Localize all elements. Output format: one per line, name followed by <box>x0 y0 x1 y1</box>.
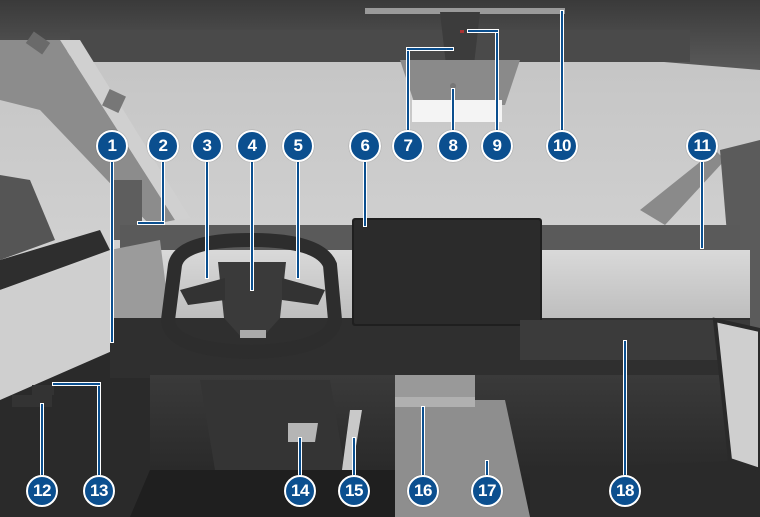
leader-line-13-elbow <box>53 383 100 385</box>
callout-4: 4 <box>236 130 268 162</box>
leader-line-1 <box>111 162 113 342</box>
callout-11: 11 <box>686 130 718 162</box>
callout-7: 7 <box>392 130 424 162</box>
callout-12: 12 <box>26 475 58 507</box>
callout-9: 9 <box>481 130 513 162</box>
callout-5: 5 <box>282 130 314 162</box>
leader-line-12 <box>41 404 43 475</box>
leader-line-3 <box>206 162 208 278</box>
leader-line-8 <box>452 89 454 130</box>
callout-3: 3 <box>191 130 223 162</box>
leader-line-9 <box>496 31 498 130</box>
callout-10: 10 <box>546 130 578 162</box>
leader-line-17 <box>486 461 488 475</box>
callout-18: 18 <box>609 475 641 507</box>
callout-17: 17 <box>471 475 503 507</box>
callout-14: 14 <box>284 475 316 507</box>
leader-line-7-elbow <box>407 48 453 50</box>
leader-line-9-elbow <box>468 30 498 32</box>
leader-line-16 <box>422 407 424 475</box>
callout-15: 15 <box>338 475 370 507</box>
leader-line-13 <box>98 384 100 475</box>
leader-line-7 <box>407 49 409 130</box>
callout-6: 6 <box>349 130 381 162</box>
leader-line-15 <box>353 438 355 475</box>
callout-16: 16 <box>407 475 439 507</box>
leader-line-14 <box>299 438 301 475</box>
leader-line-5 <box>297 162 299 278</box>
leader-line-2-elbow <box>138 222 164 224</box>
leader-line-18 <box>624 341 626 475</box>
leader-line-11 <box>701 162 703 248</box>
leader-line-10 <box>561 11 563 130</box>
callout-13: 13 <box>83 475 115 507</box>
callout-8: 8 <box>437 130 469 162</box>
leader-line-4 <box>251 162 253 290</box>
callout-1: 1 <box>96 130 128 162</box>
leader-line-2 <box>162 162 164 223</box>
callout-2: 2 <box>147 130 179 162</box>
leader-line-6 <box>364 162 366 226</box>
